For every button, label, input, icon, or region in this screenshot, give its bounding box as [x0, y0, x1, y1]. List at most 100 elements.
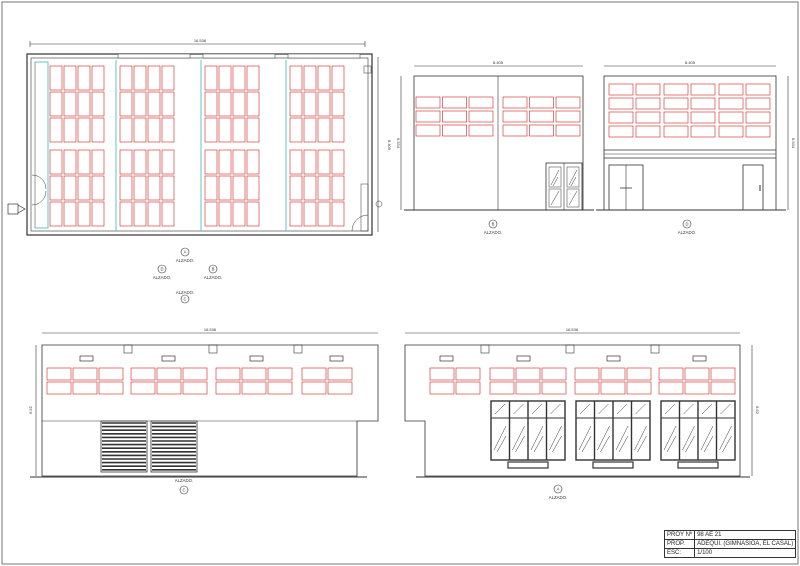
section-marker-elevation-b: B ALZADO.: [484, 219, 502, 235]
wall-panel: [489, 367, 515, 381]
plan-mat: [161, 65, 175, 91]
roof-vent: [650, 344, 660, 354]
plan-outer-wall: [26, 53, 373, 236]
svg-text:D: D: [685, 222, 688, 227]
plan-dimension-top: 16.536: [194, 38, 207, 43]
plan-mat: [232, 65, 246, 91]
plan-mat: [331, 201, 345, 227]
wall-panel: [574, 381, 600, 395]
wall-panel: [635, 97, 661, 110]
svg-text:A: A: [557, 487, 560, 492]
bench: [592, 461, 634, 469]
wall-panel: [130, 367, 156, 381]
clerestory-window: [692, 355, 707, 362]
wall-panel: [541, 367, 567, 381]
plan-mat: [91, 175, 105, 201]
louver-grille: [100, 420, 148, 473]
wall-panel: [156, 381, 182, 395]
wall-panel: [608, 125, 634, 138]
roof-vent: [293, 344, 303, 354]
plan-mat: [77, 65, 91, 91]
plan-mat: [49, 117, 63, 143]
plan-mat: [77, 149, 91, 175]
elevation-a-dimension-top: 16.536: [566, 327, 579, 332]
wall-panel: [608, 97, 634, 110]
wall-panel: [415, 110, 441, 123]
clerestory-window: [606, 355, 621, 362]
svg-text:ALZADO.: ALZADO.: [549, 495, 567, 500]
elevation-c-dimension-top: 16.536: [204, 327, 217, 332]
roof-vent: [480, 344, 490, 354]
wall-panel: [455, 367, 481, 381]
wall-panel: [690, 83, 716, 96]
wall-panel: [442, 110, 467, 123]
wall-panel: [429, 367, 455, 381]
plan-mat: [303, 149, 317, 175]
floor-plan: 16.536 8.405: [7, 38, 392, 236]
roof-vent: [123, 344, 133, 354]
wall-panel: [608, 83, 634, 96]
wall-panel: [690, 97, 716, 110]
wall-panel: [635, 83, 661, 96]
elevation-d-dimension-top: 8.405: [685, 60, 696, 65]
wall-panel: [468, 124, 494, 137]
plan-mat: [161, 117, 175, 143]
wall-panel: [555, 124, 581, 137]
elevation-b: 8.405 6.534: [396, 60, 594, 211]
clerestory-window: [329, 355, 344, 362]
plan-mat: [218, 149, 232, 175]
wall-panel: [710, 381, 736, 395]
plan-mat: [91, 65, 105, 91]
wall-panel: [745, 97, 771, 110]
wall-panel: [626, 367, 652, 381]
plan-mat: [133, 149, 147, 175]
plan-mat: [317, 175, 331, 201]
plan-mat: [63, 91, 77, 117]
plan-mat: [317, 117, 331, 143]
plan-mat: [119, 175, 133, 201]
plan-mat: [147, 149, 161, 175]
wall-panel: [455, 381, 481, 395]
plan-mat: [317, 91, 331, 117]
wall-panel: [574, 367, 600, 381]
wall-panel: [718, 111, 744, 124]
plan-mat: [331, 91, 345, 117]
section-marker-b: B ALZADO.: [204, 264, 222, 280]
plan-mat: [246, 91, 260, 117]
svg-text:C: C: [183, 297, 186, 302]
plan-mat: [133, 91, 147, 117]
wall-panel: [515, 367, 541, 381]
plan-mat: [232, 175, 246, 201]
door-swing: [31, 174, 47, 190]
elevation-d-wall: [603, 75, 777, 211]
wall-panel: [98, 367, 124, 381]
wall-panel: [600, 367, 626, 381]
wall-panel: [608, 111, 634, 124]
wall-panel: [658, 381, 684, 395]
plan-mat: [63, 175, 77, 201]
plan-mat: [246, 175, 260, 201]
wall-panel: [182, 367, 208, 381]
scale-label: ESC:: [663, 548, 696, 558]
elevation-b-dimension-side: 6.534: [396, 138, 401, 149]
plan-mat: [133, 201, 147, 227]
wall-panel: [327, 381, 353, 395]
wall-panel: [72, 381, 98, 395]
plan-mat: [91, 117, 105, 143]
elevation-a-dimension-side: 6.52: [755, 406, 760, 415]
entry-arrow-icon: [7, 203, 19, 215]
plan-mat: [246, 201, 260, 227]
elevation-c-wall: [41, 344, 379, 477]
plan-mat: [331, 117, 345, 143]
wall-panel: [415, 96, 441, 109]
plan-mat: [49, 175, 63, 201]
svg-text:A: A: [184, 250, 187, 255]
wall-panel: [72, 367, 98, 381]
plan-mat: [232, 149, 246, 175]
plan-inner-wall: [30, 57, 369, 232]
plan-mat: [63, 65, 77, 91]
plan-mat: [218, 201, 232, 227]
plan-mat: [218, 117, 232, 143]
elevation-c-dimension-side: 6.52: [28, 405, 33, 414]
